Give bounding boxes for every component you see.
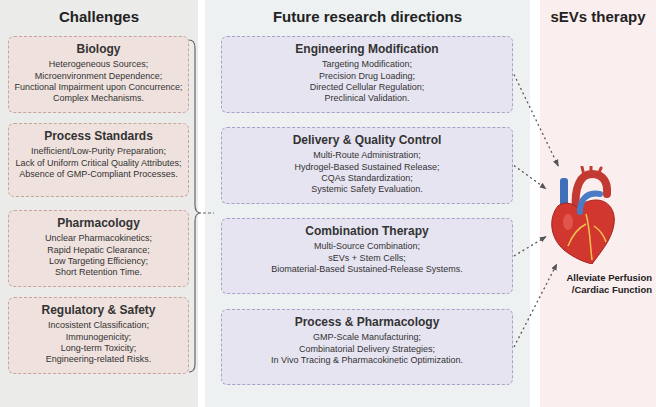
box-body: GMP-Scale Manufacturing; Combinatorial D… [226,332,508,366]
pulmonary-artery [580,194,600,212]
box-body: Targeting Modification; Precision Drug L… [226,59,508,104]
therapy-panel: sEVs therapyAlleviate Perfusion /Cardiac… [540,0,656,407]
box-body: Multi-Route Administration; Hydrogel-Bas… [226,150,508,195]
box-body: Incosistent Classification; Immunogenici… [13,320,184,365]
body-line: CQAs Standardization; [226,173,508,184]
heart-node: Alleviate Perfusion /Cardiac Function [546,166,618,264]
body-line: Engineering-related Risks. [13,354,184,365]
outcome-label: Alleviate Perfusion /Cardiac Function [562,272,652,296]
panel-header: Challenges [0,8,198,25]
aortic-branches [582,166,601,175]
box-title: Process Standards [13,129,184,143]
heart-highlight [563,214,573,230]
panel-header: sEVs therapy [540,8,656,25]
body-line: sEVs + Stem Cells; [226,253,508,264]
challenge-box: Regulatory & SafetyIncosistent Classific… [8,297,189,374]
body-line: Unclear Pharmacokinetics; [13,233,184,244]
panel-header: Future research directions [205,8,530,25]
body-line: Functional Impairment upon Concurrence; [13,82,184,93]
body-line: Immunogenicity; [13,332,184,343]
challenge-box: BiologyHeterogeneous Sources; Microenvir… [8,36,189,113]
box-body: Multi-Source Combination; sEVs + Stem Ce… [226,241,508,275]
directions-panel: Future research directionsEngineering Mo… [205,0,530,407]
body-line: Incosistent Classification; [13,320,184,331]
body-line: Systemic Safety Evaluation. [226,184,508,195]
body-line: Multi-Source Combination; [226,241,508,252]
body-line: Lack of Uniform Critical Quality Attribu… [13,158,184,169]
box-title: Biology [13,42,184,56]
body-line: GMP-Scale Manufacturing; [226,332,508,343]
body-line: Precision Drug Loading; [226,71,508,82]
body-line: Complex Mechanisms. [13,93,184,104]
challenge-box: PharmacologyUnclear Pharmacokinetics; Ra… [8,210,189,287]
body-line: Multi-Route Administration; [226,150,508,161]
box-title: Pharmacology [13,216,184,230]
body-line: Rapid Hepatic Clearance; [13,245,184,256]
body-line: Low Targeting Efficiency; [13,256,184,267]
body-line: Biomaterial-Based Sustained-Release Syst… [226,264,508,275]
direction-box: Engineering ModificationTargeting Modifi… [221,36,513,113]
box-title: Delivery & Quality Control [226,133,508,147]
body-line: Absence of GMP-Compliant Processes. [13,169,184,180]
box-body: Heterogeneous Sources; Microenvironment … [13,59,184,104]
body-line: Targeting Modification; [226,59,508,70]
body-line: Heterogeneous Sources; [13,59,184,70]
challenge-box: Process StandardsInefficient/Low-Purity … [8,123,189,197]
body-line: Short Retention Time. [13,267,184,278]
body-line: In Vivo Tracing & Pharmacokinetic Optimi… [226,355,508,366]
body-line: Long-term Toxicity; [13,343,184,354]
body-line: Directed Cellular Regulation; [226,82,508,93]
coronary-vessels [568,214,606,260]
body-line: Preclinical Validation. [226,93,508,104]
challenges-panel: ChallengesBiologyHeterogeneous Sources; … [0,0,198,407]
body-line: Combinatorial Delivery Strategies; [226,344,508,355]
box-body: Inefficient/Low-Purity Preparation; Lack… [13,146,184,180]
body-line: Hydrogel-Based Sustained Release; [226,162,508,173]
direction-box: Combination TherapyMulti-Source Combinat… [221,218,513,294]
box-title: Regulatory & Safety [13,303,184,317]
box-body: Unclear Pharmacokinetics; Rapid Hepatic … [13,233,184,278]
box-title: Process & Pharmacology [226,315,508,329]
box-title: Combination Therapy [226,224,508,238]
direction-box: Process & PharmacologyGMP-Scale Manufact… [221,309,513,385]
body-line: Microenvironment Dependence; [13,71,184,82]
heart-illustration [546,166,618,264]
direction-box: Delivery & Quality ControlMulti-Route Ad… [221,127,513,204]
box-title: Engineering Modification [226,42,508,56]
body-line: Inefficient/Low-Purity Preparation; [13,146,184,157]
